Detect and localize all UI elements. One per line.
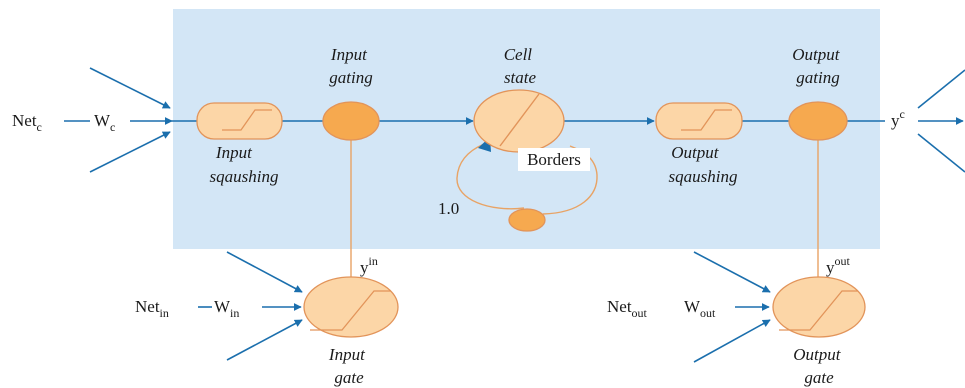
- input-gate-label: Input gate: [328, 345, 369, 387]
- w-c-label: Wc: [94, 111, 115, 134]
- self-loop-node: [508, 208, 546, 232]
- net-c-label: Netc: [12, 111, 42, 134]
- output-squashing-label: Output sqaushing: [669, 143, 738, 186]
- main-signal-path: [64, 67, 965, 363]
- input-squashing-label: Input sqaushing: [210, 143, 279, 186]
- y-c-label: yc: [891, 107, 905, 130]
- output-gate-label: Output gate: [793, 345, 844, 387]
- output-squashing-node: [655, 102, 743, 140]
- net-out-label: Netout: [607, 297, 648, 320]
- cell-state-label: Cell state: [504, 45, 537, 87]
- borders-label: Borders: [527, 150, 581, 169]
- y-in-label: yin: [360, 254, 378, 277]
- input-gate-node: [303, 276, 399, 338]
- output-gate-node: [772, 276, 866, 338]
- cell-state-node: [473, 89, 565, 153]
- output-gating-label: Output gating: [792, 45, 843, 87]
- output-gating-node: [788, 101, 848, 141]
- input-gating-node: [322, 101, 380, 141]
- w-in-label: Win: [214, 297, 239, 320]
- net-in-label: Netin: [135, 297, 169, 320]
- y-out-label: yout: [826, 254, 851, 277]
- input-squashing-node: [196, 102, 283, 140]
- input-gating-label: Input gating: [329, 45, 372, 87]
- borders-box: [518, 148, 590, 171]
- self-loop-weight: 1.0: [438, 199, 459, 218]
- w-out-label: Wout: [684, 297, 716, 320]
